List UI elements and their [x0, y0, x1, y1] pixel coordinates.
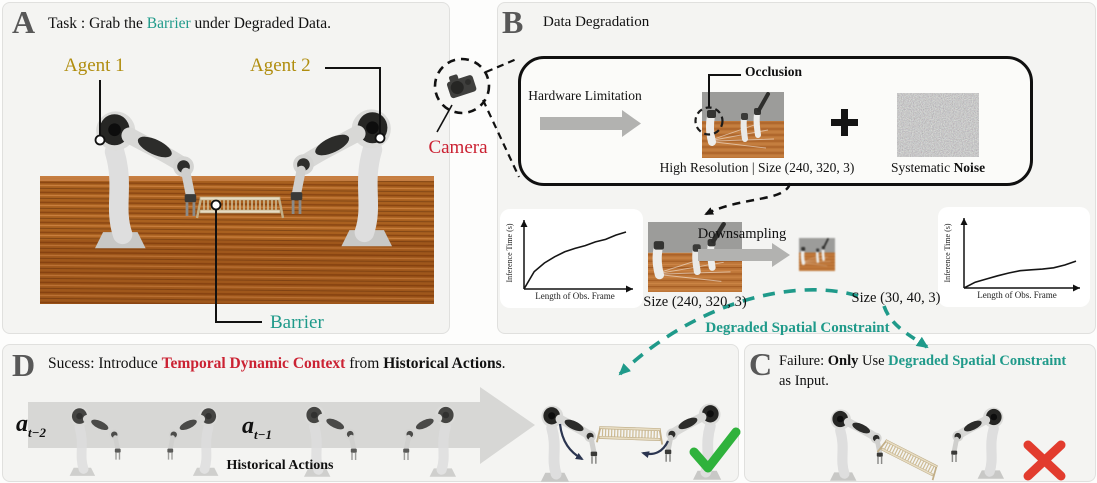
inference-chart-lowres-card	[938, 207, 1090, 307]
panel-a-title-prefix: Task : Grab the	[48, 15, 147, 32]
chart1-xlabel: Length of Obs. Frame	[535, 291, 615, 301]
historical-actions-label: Historical Actions	[226, 458, 334, 473]
occlusion-label: Occlusion	[745, 64, 803, 79]
degraded-spatial-constraint-label: Degraded Spatial Constraint	[705, 320, 890, 336]
action-t2-base: a	[16, 411, 28, 437]
panel-d-letter: D	[12, 347, 36, 383]
agent2-label: Agent 2	[250, 55, 311, 76]
barrier-label: Barrier	[270, 312, 324, 333]
highres-observation-image	[702, 92, 784, 158]
panel-d-temporal: Temporal Dynamic Context	[161, 355, 346, 372]
hardware-limitation-label: Hardware Limitation	[528, 88, 642, 103]
panel-c-degraded: Degraded Spatial Constraint	[888, 353, 1067, 369]
panel-d-t3: from	[345, 355, 384, 372]
panel-c-title: Failure: Only Use Degraded Spatial Const…	[779, 352, 1087, 391]
panel-d-t1: Sucess: Introduce	[48, 355, 162, 372]
action-t1-sub: t−1	[254, 426, 272, 442]
camera-label: Camera	[428, 137, 488, 158]
size-small-caption: Size (30, 40, 3)	[851, 290, 941, 306]
panel-a-letter: A	[12, 4, 36, 40]
panel-b-letter: B	[502, 4, 524, 40]
downsampling-label: Downsampling	[697, 226, 787, 242]
panel-d-historical: Historical Actions	[383, 355, 502, 372]
action-t-minus-1-label: at−1	[242, 411, 272, 443]
size-big-caption: Size (240, 320, 3)	[643, 294, 747, 310]
panel-d-title: Sucess: Introduce Temporal Dynamic Conte…	[48, 354, 506, 373]
panel-b-title: Data Degradation	[543, 14, 650, 30]
downsampled-observation-image	[799, 238, 835, 271]
panel-a	[2, 2, 450, 334]
panel-c-letter: C	[749, 346, 773, 382]
panel-c-only: Only	[827, 353, 859, 369]
panel-d-t5: .	[501, 355, 506, 372]
panel-a-title-barrier: Barrier	[146, 15, 191, 32]
panel-c-t3: Use	[858, 353, 889, 369]
panel-c-t1: Failure:	[779, 353, 828, 369]
panel-a-title: Task : Grab the Barrier under Degraded D…	[48, 14, 331, 33]
systematic-noise-image	[897, 93, 979, 157]
highres-caption: High Resolution | Size (240, 320, 3)	[659, 160, 855, 175]
panel-a-title-suffix: under Degraded Data.	[190, 15, 331, 32]
chart2-xlabel: Length of Obs. Frame	[977, 290, 1057, 300]
chart2-ylabel: Inference Time (s)	[943, 223, 952, 283]
agent1-label: Agent 1	[64, 55, 125, 76]
noise-bold: Noise	[953, 160, 986, 175]
panel-c-as-input: as Input.	[779, 372, 829, 389]
systematic-prefix: Systematic	[890, 160, 954, 175]
chart1-ylabel: Inference Time (s)	[505, 223, 514, 283]
action-t-minus-2-label: at−2	[16, 409, 46, 441]
inference-chart-lowres	[960, 218, 1080, 292]
action-t1-base: a	[242, 413, 254, 439]
action-t2-sub: t−2	[28, 424, 46, 440]
systematic-noise-caption: Systematic Noise	[876, 160, 1000, 177]
